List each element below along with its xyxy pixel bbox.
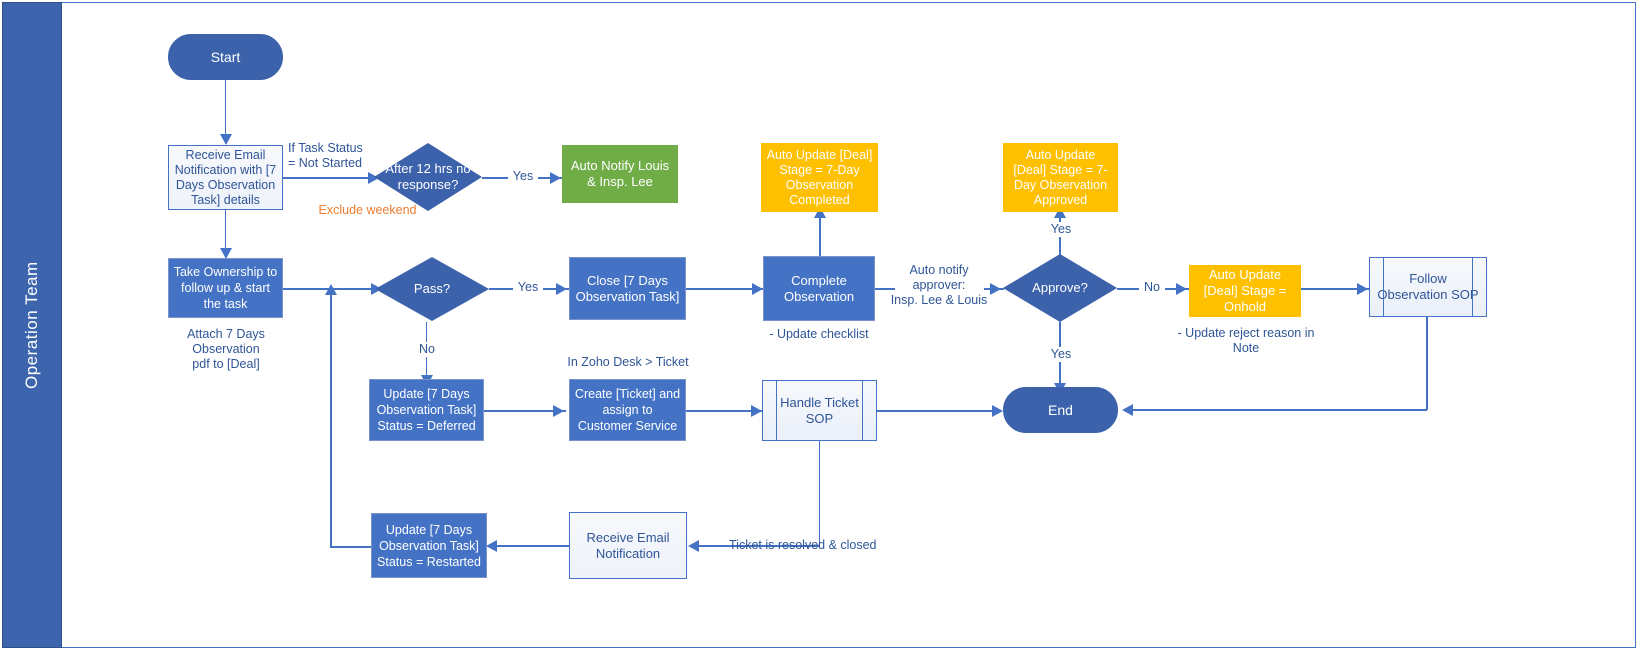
connector-sop-down — [1426, 317, 1428, 410]
annotation-update-checklist: - Update checklist — [769, 327, 869, 341]
arrowhead-close-to-complete — [752, 283, 763, 295]
arrowhead-12hrs-to-notify — [550, 172, 561, 184]
arrowhead-deferred-to-ticket — [553, 405, 564, 417]
node-complete-observation-label: Complete Observation — [783, 272, 855, 304]
node-update-restarted-label: Update [7 Days Observation Task] Status … — [377, 522, 481, 569]
node-after-12hrs[interactable]: After 12 hrs no response? — [374, 143, 482, 211]
arrowhead-receive-to-12hrs — [368, 172, 379, 184]
edge-label-yes-approve-down: Yes — [1046, 347, 1076, 362]
connector-start-to-receive — [224, 79, 227, 135]
arrowhead-sop-to-end — [1122, 404, 1133, 416]
node-auto-notify-label: Auto Notify Louis & Insp. Lee — [570, 158, 670, 189]
connector-receive-to-ownership — [224, 210, 227, 250]
connector-resolved-to-receive — [694, 545, 820, 547]
annotation-ticket-resolved: Ticket is resolved & closed — [729, 538, 877, 552]
node-create-ticket-label: Create [Ticket] and assign to Customer S… — [574, 387, 681, 433]
edge-label-yes-12hrs: Yes — [508, 169, 538, 184]
node-complete-observation[interactable]: Complete Observation — [763, 256, 875, 321]
edge-label-yes-approve-up: Yes — [1046, 222, 1076, 237]
node-take-ownership[interactable]: Take Ownership to follow up & start the … — [168, 258, 283, 318]
node-after-12hrs-label: After 12 hrs no response? — [385, 161, 471, 192]
node-approve[interactable]: Approve? — [1003, 254, 1117, 322]
edge-label-yes-pass: Yes — [513, 280, 543, 295]
node-pass-label: Pass? — [413, 281, 451, 296]
node-auto-update-approved-label: Auto Update [Deal] Stage = 7-Day Observa… — [1013, 147, 1108, 207]
connector-receive-to-12hrs — [283, 177, 371, 179]
annotation-in-zoho-desk: In Zoho Desk > Ticket — [567, 355, 689, 369]
node-handle-ticket-sop-label: Handle Ticket SOP — [780, 394, 859, 426]
connector-restarted-up — [330, 290, 332, 547]
annotation-update-reject-reason: - Update reject reason in Note — [1177, 326, 1315, 355]
predefined-bar-right — [862, 381, 863, 440]
annotation-exclude-weekend: Exclude weekend — [318, 203, 417, 217]
arrowhead-handle-to-end — [992, 405, 1003, 417]
annotation-attach-pdf: Attach 7 Days Observation pdf to [Deal] — [187, 327, 265, 371]
node-approve-label: Approve? — [1032, 280, 1088, 295]
node-end[interactable]: End — [1003, 387, 1118, 433]
arrowhead-complete-to-update-completed — [814, 207, 826, 218]
node-start-label: Start — [210, 49, 241, 65]
predefined-bar-left — [776, 381, 777, 440]
arrowhead-pass-to-close — [556, 283, 567, 295]
connector-onhold-to-sop — [1301, 288, 1369, 290]
node-update-deferred-label: Update [7 Days Observation Task] Status … — [376, 387, 477, 433]
node-take-ownership-label: Take Ownership to follow up & start the … — [173, 265, 278, 311]
annotation-if-task-status: If Task Status = Not Started — [288, 141, 363, 170]
node-handle-ticket-sop[interactable]: Handle Ticket SOP — [762, 380, 877, 441]
edge-label-no-approve: No — [1139, 280, 1165, 295]
connector-complete-to-approve — [875, 288, 895, 290]
node-auto-update-completed[interactable]: Auto Update [Deal] Stage = 7-Day Observa… — [761, 143, 878, 212]
connector-complete-to-update-completed — [819, 212, 821, 256]
node-update-restarted[interactable]: Update [7 Days Observation Task] Status … — [371, 513, 487, 578]
node-update-deferred[interactable]: Update [7 Days Observation Task] Status … — [369, 379, 484, 441]
node-close-task-label: Close [7 Days Observation Task] — [575, 272, 680, 304]
arrowhead-approve-to-onhold — [1176, 283, 1187, 295]
arrowhead-start-to-receive — [219, 134, 232, 145]
node-receive-email-notification-label: Receive Email Notification — [586, 529, 670, 561]
connector-receive2-to-restarted — [492, 545, 569, 547]
node-start[interactable]: Start — [168, 34, 283, 80]
arrowhead-onhold-to-sop — [1357, 283, 1368, 295]
connector-restarted-left — [330, 546, 374, 548]
predefined-bar-right — [1472, 258, 1473, 316]
node-auto-update-onhold[interactable]: Auto Update [Deal] Stage = Onhold — [1189, 265, 1301, 317]
arrowhead-resolved-to-receive — [688, 540, 699, 552]
node-receive-email-task[interactable]: Receive Email Notification with [7 Days … — [168, 145, 283, 210]
connector-sop-to-end — [1128, 409, 1427, 411]
node-follow-observation-sop-label: Follow Observation SOP — [1377, 271, 1479, 302]
arrowhead-approve-to-approved — [1054, 207, 1066, 218]
arrowhead-restarted-up — [325, 284, 337, 295]
connector-handle-to-end — [877, 410, 1001, 412]
arrowhead-receive2-to-restarted — [486, 540, 497, 552]
predefined-bar-left — [1383, 258, 1384, 316]
connector-close-to-complete — [686, 288, 763, 290]
arrowhead-complete-to-approve — [990, 283, 1001, 295]
arrowhead-ticket-to-handle — [751, 405, 762, 417]
node-end-label: End — [1048, 402, 1073, 418]
arrowhead-receive-to-ownership — [219, 248, 232, 259]
node-close-task[interactable]: Close [7 Days Observation Task] — [569, 257, 686, 320]
connector-deferred-to-ticket — [484, 410, 566, 412]
node-create-ticket[interactable]: Create [Ticket] and assign to Customer S… — [569, 379, 686, 441]
connector-handle-down — [818, 441, 821, 546]
lane-operation-team — [2, 2, 62, 648]
node-pass[interactable]: Pass? — [375, 257, 489, 321]
annotation-auto-notify-approver: Auto notify approver: Insp. Lee & Louis — [890, 263, 988, 307]
connector-ticket-to-handle — [686, 410, 762, 412]
node-auto-update-approved[interactable]: Auto Update [Deal] Stage = 7-Day Observa… — [1003, 143, 1118, 212]
node-receive-email-task-label: Receive Email Notification with [7 Days … — [174, 147, 277, 207]
node-receive-email-notification[interactable]: Receive Email Notification — [569, 512, 687, 579]
node-auto-update-onhold-label: Auto Update [Deal] Stage = Onhold — [1203, 267, 1287, 314]
edge-label-no-pass: No — [414, 342, 440, 357]
node-auto-notify[interactable]: Auto Notify Louis & Insp. Lee — [562, 145, 678, 203]
node-follow-observation-sop[interactable]: Follow Observation SOP — [1369, 257, 1487, 317]
node-auto-update-completed-label: Auto Update [Deal] Stage = 7-Day Observa… — [766, 147, 873, 207]
